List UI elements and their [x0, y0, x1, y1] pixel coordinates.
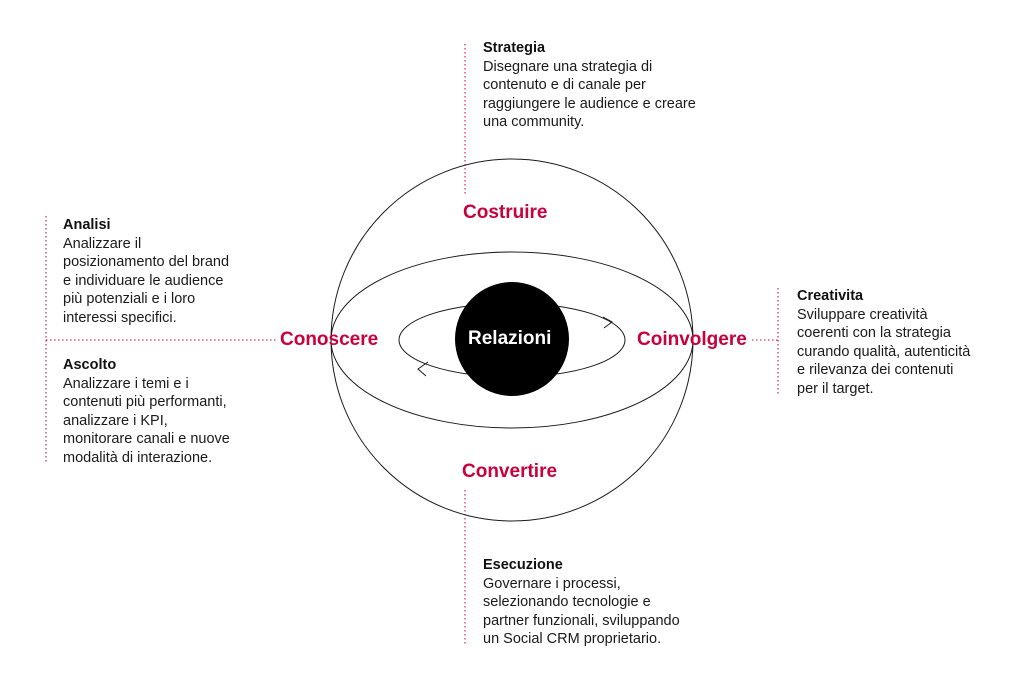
block-strategia-body: Disegnare una strategia di contenuto e d…	[483, 58, 696, 131]
center-disk	[455, 282, 569, 396]
connector-lines	[45, 44, 779, 646]
block-ascolto-body: Analizzare i temi e i contenuti più perf…	[63, 375, 230, 466]
center-label: Relazioni	[468, 328, 552, 349]
block-esecuzione-title: Esecuzione	[483, 557, 563, 573]
block-creativita: Creativita Sviluppare creatività coerent…	[797, 287, 970, 399]
block-creativita-body: Sviluppare creatività coerenti con la st…	[797, 306, 971, 397]
block-strategia-title: Strategia	[483, 40, 546, 56]
phase-label-costruire: Costruire	[463, 202, 548, 223]
orbit-arrow-left	[417, 361, 429, 377]
block-creativita-title: Creativita	[797, 288, 864, 304]
block-analisi-title: Analisi	[63, 217, 111, 233]
block-ascolto-title: Ascolto	[63, 357, 117, 373]
orbit-arrow-right	[602, 316, 613, 329]
phase-label-coinvolgere: Coinvolgere	[637, 329, 747, 350]
block-analisi: Analisi Analizzare il posizionamento del…	[63, 216, 229, 328]
phase-label-convertire: Convertire	[462, 461, 558, 482]
phase-label-conoscere: Conoscere	[280, 329, 379, 350]
block-esecuzione: Esecuzione Governare i processi, selezio…	[483, 556, 680, 649]
block-ascolto: Ascolto Analizzare i temi e i contenuti …	[63, 356, 230, 468]
block-esecuzione-body: Governare i processi, selezionando tecno…	[483, 575, 680, 648]
equator-ellipse	[330, 251, 694, 429]
block-analisi-body: Analizzare il posizionamento del brand e…	[63, 235, 230, 326]
block-strategia: Strategia Disegnare una strategia di con…	[483, 39, 696, 132]
